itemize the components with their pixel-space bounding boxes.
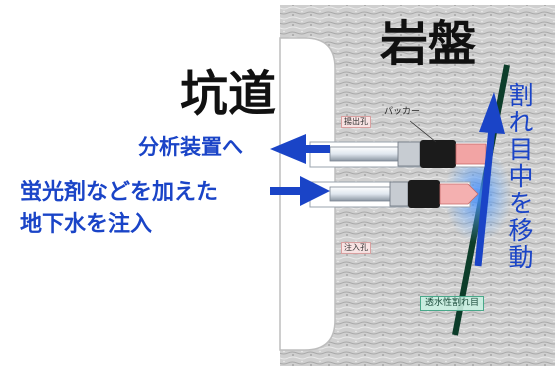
packer-label: パッカー — [384, 107, 421, 117]
tunnel-title: 坑道 — [180, 66, 277, 122]
permeable-crack-label: 透水性割れ目 — [420, 296, 485, 311]
rock-title: 岩盤 — [380, 16, 477, 72]
packer-leader — [409, 120, 437, 143]
arrow-crack-flow — [474, 92, 505, 267]
lower-borehole — [309, 180, 479, 208]
lower-packer — [408, 180, 440, 208]
crack-movement-label: 割れ目中を移動 — [505, 82, 534, 271]
upper-packer — [420, 140, 456, 168]
to-analyzer-label: 分析装置へ — [138, 135, 243, 159]
tracer-glow — [444, 147, 512, 243]
injection-hole-label: 注入孔 — [341, 242, 371, 254]
upper-borehole — [309, 140, 491, 168]
exhaust-hole-label: 揚出孔 — [341, 116, 371, 128]
injection-label-line2: 地下水を注入 — [20, 212, 153, 237]
injection-label-line1: 蛍光剤などを加えた — [20, 180, 219, 205]
arrow-to-analyzer — [270, 134, 330, 164]
arrow-injection — [270, 176, 330, 206]
